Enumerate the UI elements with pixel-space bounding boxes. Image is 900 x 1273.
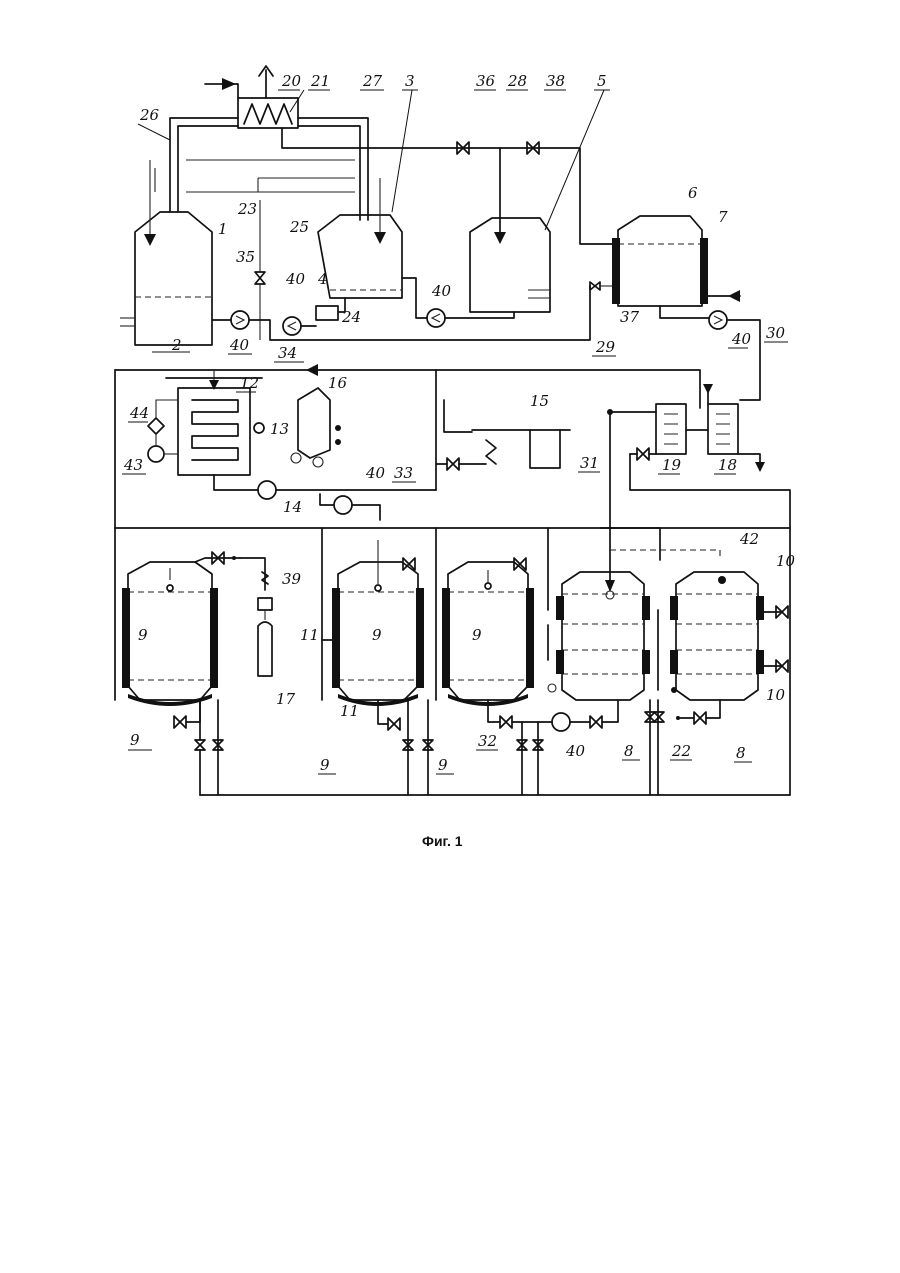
label-11b: 11 — [340, 702, 359, 720]
label-11a: 11 — [300, 626, 319, 644]
label-20: 20 — [281, 72, 302, 90]
label-19: 19 — [662, 456, 682, 474]
label-14: 14 — [283, 498, 302, 516]
pipe-top-right — [282, 128, 612, 244]
label-40c: 40 — [229, 336, 250, 354]
label-7: 7 — [718, 208, 728, 226]
valve-37 — [590, 282, 600, 290]
pump-43 — [148, 446, 164, 462]
label-9a: 9 — [130, 731, 140, 749]
label-40b: 40 — [431, 282, 452, 300]
label-8b: 8 — [736, 744, 746, 762]
label-33: 33 — [394, 464, 413, 482]
pump-14 — [258, 481, 276, 499]
label-15: 15 — [530, 392, 549, 410]
label-42: 42 — [739, 530, 759, 548]
label-35: 35 — [236, 248, 255, 266]
label-27: 27 — [362, 72, 383, 90]
pump-40-a — [231, 311, 249, 329]
tank-1 — [120, 160, 212, 345]
label-23: 23 — [237, 200, 257, 218]
label-37: 37 — [620, 308, 640, 326]
exchanger-18 — [708, 404, 738, 454]
label-21: 21 — [310, 72, 330, 90]
pump-40-b — [283, 317, 301, 335]
label-43: 43 — [123, 456, 143, 474]
label-26: 26 — [139, 106, 160, 124]
tank-8-a — [548, 572, 650, 700]
pump-40-e — [334, 496, 352, 514]
label-22: 22 — [671, 742, 691, 760]
label-2: 2 — [171, 336, 182, 354]
label-44: 44 — [129, 404, 149, 422]
label-6: 6 — [688, 184, 698, 202]
pipe-27 — [298, 118, 368, 220]
valve-35 — [255, 272, 265, 284]
label-9c: 9 — [438, 756, 448, 774]
label-1: 1 — [218, 220, 228, 238]
tank-6 — [612, 216, 740, 306]
tank-8-b — [670, 572, 764, 700]
unit-15 — [444, 400, 570, 468]
cylinder-17 — [258, 622, 272, 676]
label-16: 16 — [328, 374, 348, 392]
label-34: 34 — [278, 344, 297, 362]
label-38: 38 — [546, 72, 565, 90]
label-13: 13 — [270, 420, 289, 438]
label-8a: 8 — [624, 742, 634, 760]
filter-44 — [148, 418, 164, 434]
pipe-34 — [115, 370, 700, 408]
label-39: 39 — [282, 570, 302, 588]
label-9a-body: 9 — [138, 626, 148, 644]
exchanger-19 — [656, 404, 686, 454]
label-9b: 9 — [320, 756, 330, 774]
label-4: 4 — [317, 270, 328, 288]
label-29: 29 — [595, 338, 616, 356]
pump-40-d — [709, 311, 727, 329]
label-10b: 10 — [766, 686, 786, 704]
pipe-27b — [298, 126, 360, 220]
label-3: 3 — [405, 72, 415, 90]
valve-15 — [447, 458, 459, 470]
tank-9-c — [442, 562, 534, 706]
label-17: 17 — [276, 690, 296, 708]
pipe-26 — [170, 118, 238, 212]
label-18: 18 — [718, 456, 737, 474]
reference-labels: 20 21 27 3 36 28 38 5 26 1 23 25 35 40 4… — [123, 72, 796, 774]
label-5: 5 — [597, 72, 607, 90]
label-31: 31 — [580, 454, 599, 472]
pump-40-f — [552, 713, 570, 731]
valve-19 — [637, 448, 649, 460]
figure-caption: Фиг. 1 — [422, 833, 463, 849]
label-9c-body: 9 — [472, 626, 482, 644]
gauge-39 — [258, 598, 272, 610]
label-30: 30 — [766, 324, 786, 342]
pipe-26b — [178, 126, 238, 212]
label-32: 32 — [478, 732, 497, 750]
label-28: 28 — [507, 72, 527, 90]
label-40d: 40 — [731, 330, 752, 348]
tank-5 — [470, 218, 550, 312]
label-40a: 40 — [285, 270, 306, 288]
tank-9-a — [122, 562, 218, 706]
aerator-16 — [291, 388, 341, 467]
label-24: 24 — [341, 308, 361, 326]
label-40e: 40 — [365, 464, 386, 482]
label-10a: 10 — [776, 552, 796, 570]
filter-4 — [316, 306, 338, 320]
label-12: 12 — [240, 374, 259, 392]
label-25: 25 — [289, 218, 309, 236]
label-36: 36 — [476, 72, 496, 90]
label-9b-body: 9 — [372, 626, 382, 644]
pump-40-c — [427, 309, 445, 327]
label-40f: 40 — [565, 742, 586, 760]
